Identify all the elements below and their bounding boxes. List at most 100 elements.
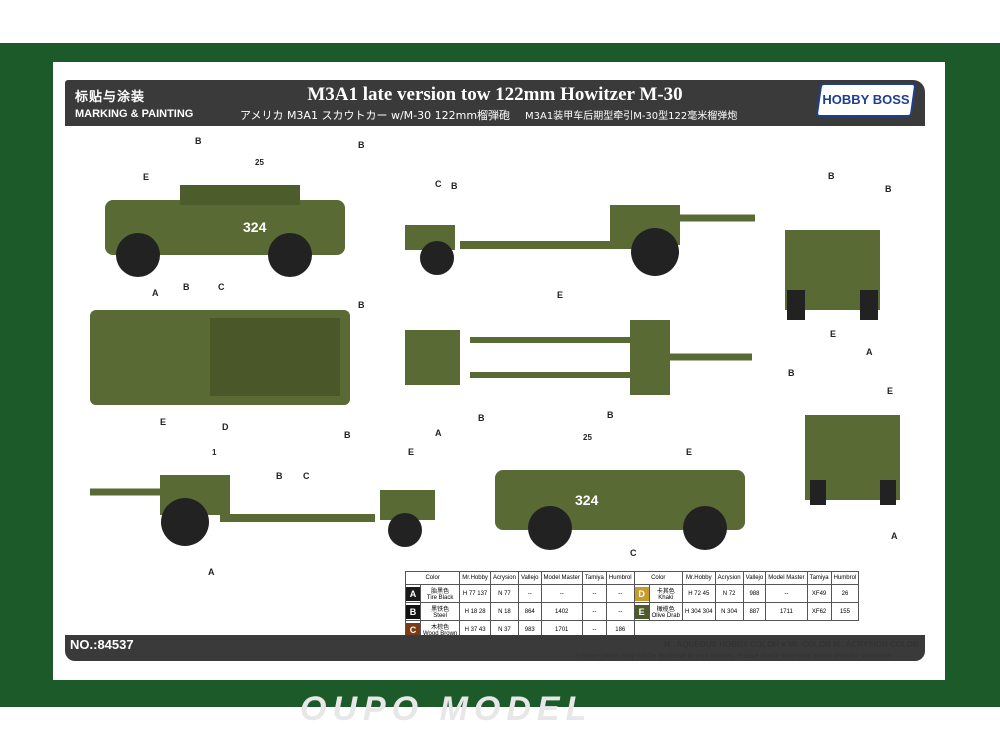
cell: H 18 28: [459, 602, 491, 621]
th-tamiya-2: Tamiya: [806, 571, 832, 585]
paint-legend: H□ AQUEOUS HOBBY COLOR ■ Mr. COLOR N□ AC…: [664, 640, 919, 649]
th-model-master: Model Master: [540, 571, 583, 585]
callout-b: B: [788, 368, 795, 378]
cell: --: [605, 602, 635, 621]
callout-e: E: [830, 329, 837, 339]
callout-a: A: [208, 567, 215, 577]
cell: --: [605, 584, 635, 603]
callout-b: B: [478, 413, 485, 423]
cell: XF62: [806, 602, 832, 621]
color-table: Color Mr.Hobby Acrysion Vallejo Model Ma…: [404, 571, 860, 639]
cell: --: [540, 584, 583, 603]
name-en: Steel: [433, 613, 447, 619]
front-wheel-2: [683, 506, 727, 550]
swatch-d: D: [634, 586, 649, 601]
cell: 1711: [765, 602, 808, 621]
cell: H 77 137: [459, 584, 491, 603]
callout-b: B: [183, 282, 190, 292]
hull-number-bottom: 324: [575, 492, 599, 508]
cell: --: [581, 584, 607, 603]
front-wheel: [116, 233, 160, 277]
subtitle-jp: アメリカ M3A1 スカウトカー w/M-30 122mm榴弾砲: [240, 109, 511, 122]
callout-a: A: [152, 288, 159, 298]
cell: 1402: [540, 602, 583, 621]
callout-a: A: [435, 428, 442, 438]
cell: --: [581, 602, 607, 621]
decal-1: 1: [212, 448, 217, 457]
page-title: M3A1 late version tow 122mm Howitzer M-3…: [307, 84, 683, 105]
top-view: [90, 310, 752, 405]
front-view-wheel-l: [787, 290, 805, 320]
callout-b: B: [885, 184, 892, 194]
cell: H 304 304: [681, 602, 716, 621]
th-color-2: Color: [633, 571, 683, 585]
callout-b: B: [195, 136, 202, 146]
cell: N 304: [714, 602, 744, 621]
paint-note: ※Some paints may not be available in you…: [575, 653, 891, 660]
howitzer-wheel: [631, 228, 679, 276]
name-cn: 橄榄色: [656, 607, 675, 613]
callout-a: A: [866, 347, 873, 357]
decal-25-top: 25: [255, 158, 264, 167]
th-humbrol-2: Humbrol: [830, 571, 860, 585]
name-en: Tire Black: [426, 595, 454, 601]
name-cn: 胎黑色: [431, 589, 450, 595]
th-acrysion: Acrysion: [489, 571, 519, 585]
cell: 988: [742, 584, 767, 603]
th-tamiya: Tamiya: [581, 571, 607, 585]
cell: N 77: [489, 584, 519, 603]
rear-view-wheel-l: [810, 480, 826, 505]
section-heading: 标贴与涂装 MARKING & PAINTING: [75, 86, 193, 120]
callout-e: E: [408, 447, 415, 457]
cell: N 72: [714, 584, 744, 603]
cell: 155: [830, 602, 860, 621]
th-mrhobby: Mr.Hobby: [459, 571, 491, 585]
callout-b: B: [451, 181, 458, 191]
swatch-e: E: [634, 604, 649, 619]
cell: XF49: [806, 584, 832, 603]
callout-b: B: [607, 410, 614, 420]
side-view-top: [105, 185, 755, 277]
swatch-b: B: [406, 604, 420, 619]
callout-b: B: [828, 171, 835, 181]
name-en: Olive Drab: [651, 613, 680, 619]
callout-b: B: [344, 430, 351, 440]
subtitle-cn: M3A1装甲车后期型牵引M-30型122毫米榴弹炮: [525, 111, 738, 122]
front-view-wheel-r: [860, 290, 878, 320]
front-view: [785, 230, 880, 320]
decal-25-bottom: 25: [583, 433, 592, 442]
limber-wheel: [420, 241, 454, 275]
name-cn: 卡其色: [656, 589, 675, 595]
hull-number-top: 324: [243, 219, 267, 235]
limber-wheel-2: [388, 513, 422, 547]
callout-c: C: [218, 282, 225, 292]
callout-b: B: [276, 471, 283, 481]
name-en: Khaki: [658, 595, 674, 601]
rear-view: [805, 415, 900, 505]
th-acrysion-2: Acrysion: [714, 571, 744, 585]
scout-car-turret: [180, 185, 300, 205]
swatch-c: C: [406, 622, 420, 637]
product-number: NO.:84537: [70, 637, 134, 652]
th-vallejo: Vallejo: [517, 571, 542, 585]
footer-bar: [65, 635, 925, 661]
cell: --: [765, 584, 808, 603]
swatch-a: A: [406, 586, 420, 601]
cell: 887: [742, 602, 767, 621]
limber-top: [405, 330, 460, 385]
header-bar: 标贴与涂装 MARKING & PAINTING M3A1 late versi…: [65, 80, 925, 126]
crew-compartment: [210, 318, 340, 396]
callout-a: A: [891, 531, 898, 541]
th-vallejo-2: Vallejo: [742, 571, 767, 585]
callout-c: C: [303, 471, 310, 481]
rear-view-wheel-r: [880, 480, 896, 505]
watermark: OUPO MODEL: [300, 690, 593, 728]
callout-d: D: [222, 422, 229, 432]
rear-wheel-2: [528, 506, 572, 550]
section-cn: 标贴与涂装: [75, 90, 146, 105]
callout-e: E: [686, 447, 693, 457]
side-view-bottom: [90, 470, 745, 550]
callout-c: C: [435, 179, 442, 189]
